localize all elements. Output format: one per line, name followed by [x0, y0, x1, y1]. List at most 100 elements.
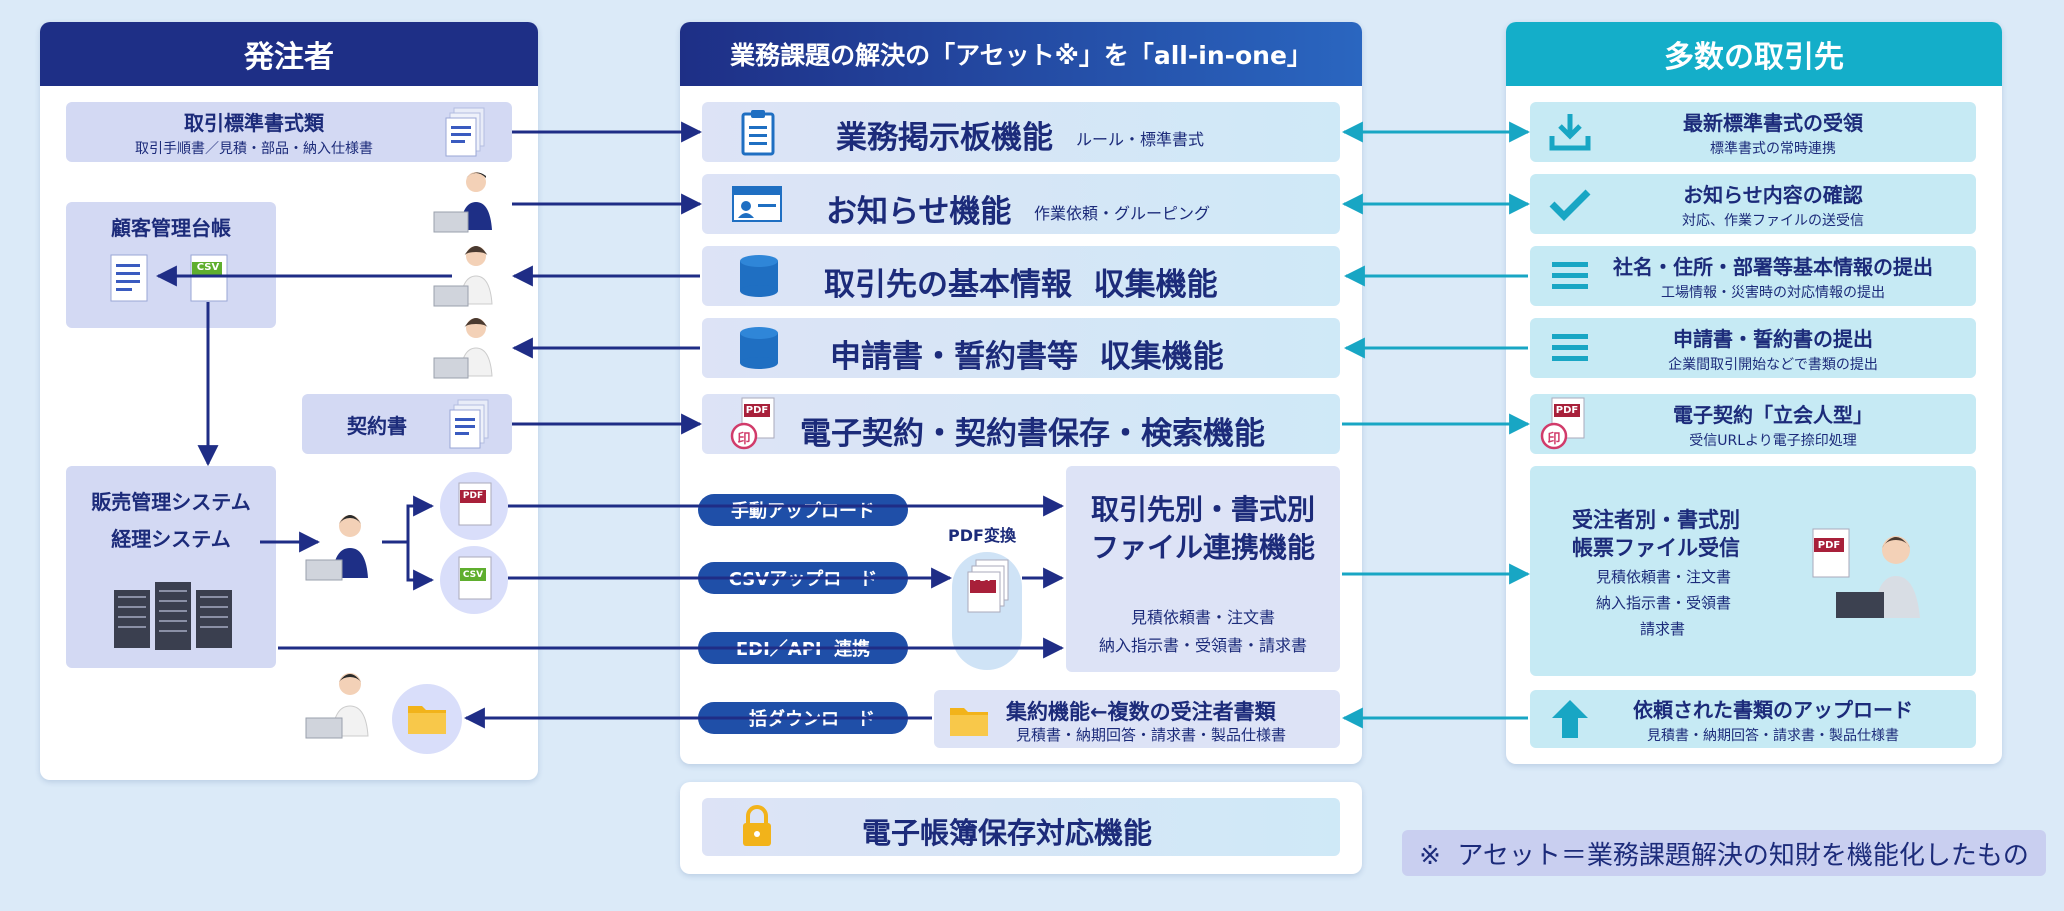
customer-ledger-box: 顧客管理台帳	[66, 202, 276, 328]
seal-label: 印	[737, 432, 751, 447]
upload-icon	[1552, 700, 1588, 738]
upload-sub: 見積書・納期回答・請求書・製品仕様書	[1647, 727, 1899, 744]
customer-ledger-title: 顧客管理台帳	[111, 216, 231, 240]
receive-pdf-label: PDF	[1817, 540, 1841, 551]
person-laptop-icon	[433, 318, 493, 379]
pdf-seal-icon	[1540, 397, 1585, 450]
csv-badge-label: CSV	[462, 570, 484, 580]
upload-title: 依頼された書類のアップロード	[1633, 697, 1913, 722]
right-item-sub: 対応、作業ファイルの送受信	[1682, 212, 1864, 229]
database-icon	[740, 327, 778, 369]
aggregate-sub: 見積書・納期回答・請求書・製品仕様書	[1016, 726, 1287, 744]
file-link-line2: ファイル連携機能	[1090, 531, 1315, 564]
receive-box	[1530, 466, 1976, 676]
right-item-title: 最新標準書式の受領	[1683, 110, 1863, 135]
feature-title: お知らせ機能	[826, 194, 1012, 230]
right-item: 最新標準書式の受領 標準書式の常時連携	[1530, 102, 1976, 162]
arrow	[382, 495, 435, 544]
std-docs-box: 取引標準書式類 取引手順書／見積・部品・納入仕様書	[66, 102, 512, 162]
file-link-sub1: 見積依頼書・注文書	[1130, 608, 1275, 627]
feature-econtract	[702, 394, 1340, 454]
folder-icon	[408, 706, 446, 734]
pdf-label: PDF	[745, 405, 769, 416]
csv-file-icon	[458, 556, 492, 600]
feature-title: 業務掲示板機能	[836, 120, 1053, 156]
person-laptop-icon	[433, 246, 493, 307]
receive-sub1: 見積依頼書・注文書	[1596, 568, 1732, 586]
right-item: 電子契約「立会人型」 受信URLより電子捺印処理	[1530, 394, 1976, 454]
lock-icon	[743, 805, 771, 846]
right-item-title: 申請書・誓約書の提出	[1673, 326, 1873, 351]
file-link-sub2: 納入指示書・受領書・請求書	[1098, 636, 1307, 655]
feature-notification	[702, 174, 1340, 234]
pdf-convert-badge: PDF	[972, 574, 994, 584]
pdf-file-icon	[458, 482, 492, 526]
pdf-file-icon	[967, 559, 1009, 613]
feature-sub: ルール・標準書式	[1076, 130, 1205, 149]
right-item: お知らせ内容の確認 対応、作業ファイルの送受信	[1530, 174, 1976, 234]
right-item: 社名・住所・部署等基本情報の提出 工場情報・災害時の対応情報の提出	[1530, 246, 1976, 306]
upload-box: 依頼された書類のアップロード 見積書・納期回答・請求書・製品仕様書	[1530, 690, 1976, 748]
aggregate-title: 集約機能←複数の受注者書類	[1006, 700, 1276, 724]
id-card-icon	[732, 186, 782, 222]
list-icon	[1552, 262, 1588, 289]
aggregate-box	[934, 690, 1340, 748]
contract-title: 契約書	[347, 413, 407, 438]
seal-label: 印	[1547, 432, 1561, 447]
right-item-sub: 受信URLより電子捺印処理	[1689, 432, 1857, 449]
clipboard-icon	[741, 110, 775, 156]
database-icon	[740, 255, 778, 297]
sales-system-line1: 販売管理システム	[91, 490, 251, 514]
file-link-box	[1066, 466, 1340, 672]
receive-sub3: 請求書	[1640, 620, 1686, 638]
server-icon	[114, 582, 232, 650]
right-item-sub: 工場情報・災害時の対応情報の提出	[1661, 284, 1885, 301]
download-icon	[1549, 114, 1591, 151]
check-icon	[1549, 189, 1591, 221]
document-stack-icon	[445, 107, 485, 157]
feature-sub: 作業依頼・グルーピング	[1034, 204, 1211, 223]
file-link-line1: 取引先別・書式別	[1090, 493, 1315, 526]
csv-file-icon	[190, 254, 228, 302]
right-item-title: 社名・住所・部署等基本情報の提出	[1613, 254, 1933, 279]
sales-system-line2: 経理システム	[111, 527, 231, 551]
right-item-title: お知らせ内容の確認	[1683, 182, 1863, 207]
arrow	[406, 542, 435, 591]
feature-application	[702, 318, 1340, 378]
folder-icon	[950, 708, 988, 736]
pdf-convert-label: PDF変換	[948, 526, 1016, 545]
asset-note: ※ アセット＝業務課題解決の知財を機能化したもの	[1402, 830, 2046, 876]
left-panel-title: 発注者	[40, 22, 538, 86]
feature-title: 申請書・誓約書等 収集機能	[830, 339, 1224, 375]
operator-headset-icon	[305, 515, 368, 581]
feature-title: 取引先の基本情報 収集機能	[824, 267, 1218, 303]
contract-document-icon	[449, 399, 489, 449]
pdf-file-icon	[1812, 528, 1850, 578]
person-laptop-icon	[433, 172, 492, 233]
receive-line2: 帳票ファイル受信	[1572, 536, 1740, 560]
right-item-title: 電子契約「立会人型」	[1673, 402, 1873, 427]
right-item: 申請書・誓約書の提出 企業間取引開始などで書類の提出	[1530, 318, 1976, 378]
receive-sub2: 納入指示書・受領書	[1596, 594, 1732, 612]
right-item-sub: 標準書式の常時連携	[1710, 140, 1836, 157]
list-icon	[1552, 334, 1588, 361]
right-panel-title: 多数の取引先	[1506, 22, 2002, 86]
pdf-seal-icon	[730, 397, 775, 450]
std-docs-title: 取引標準書式類	[184, 110, 324, 135]
std-docs-sub: 取引手順書／見積・部品・納入仕様書	[135, 140, 373, 157]
receive-line1: 受注者別・書式別	[1572, 508, 1740, 532]
feature-title: 電子契約・契約書保存・検索機能	[800, 416, 1265, 452]
pdf-badge-label: PDF	[462, 491, 484, 501]
feature-basic-info	[702, 246, 1340, 306]
ebook-box	[702, 798, 1340, 856]
csv-label: CSV	[196, 262, 220, 273]
right-item-sub: 企業間取引開始などで書類の提出	[1668, 356, 1878, 373]
person-laptop-icon	[1836, 536, 1920, 618]
ebook-title: 電子帳簿保存対応機能	[862, 816, 1153, 850]
center-panel-title: 業務課題の解決の「アセット※」を「all-in-one」	[680, 22, 1362, 86]
person-laptop-icon	[305, 673, 369, 739]
feature-bulletin-board	[702, 102, 1340, 162]
pdf-label: PDF	[1555, 405, 1579, 416]
document-icon	[110, 254, 148, 302]
